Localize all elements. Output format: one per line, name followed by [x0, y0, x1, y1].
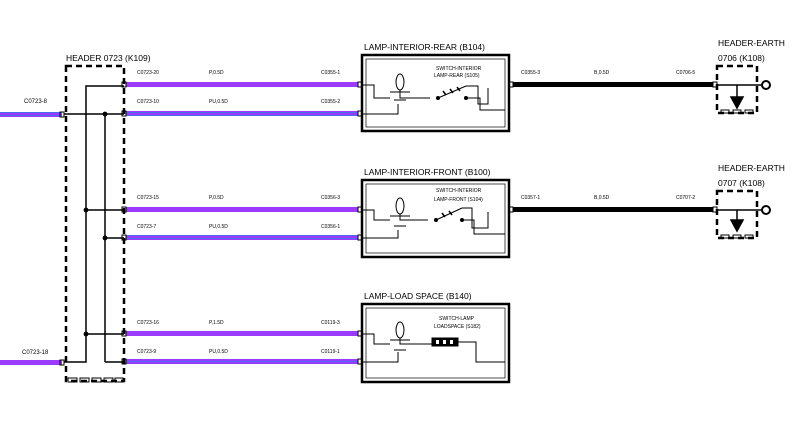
switch-front-label-2: LAMP-FRONT (S104) — [434, 197, 483, 203]
wire-label-to: C0119-1 — [321, 349, 340, 355]
wire-label-to: C0355-2 — [321, 99, 340, 105]
wire-label-to: C0356-1 — [321, 224, 340, 230]
wire-label-spec: PU,0.5D — [209, 224, 228, 230]
wire-label-spec: P,1.5D — [209, 320, 224, 326]
earth-symbol-icon — [717, 80, 771, 110]
lamp-interior-front: LAMP-INTERIOR-FRONT (B100) SWITCH-INTERI… — [360, 167, 511, 259]
lamp-front-title: LAMP-INTERIOR-FRONT (B100) — [364, 167, 491, 177]
header-connector-label: HEADER 0723 (K109) — [66, 53, 151, 63]
wire-label-from: C0355-3 — [521, 70, 540, 76]
wire-label-spec: B,0.5D — [594, 195, 610, 201]
input-wire-top: C0723-8 — [0, 99, 62, 117]
switch-front-label-1: SWITCH-INTERIOR — [436, 188, 482, 194]
wire-c0723-7: C0723-7 PU,0.5D C0356-1 — [126, 224, 358, 240]
wire-label-from: C0723-15 — [137, 195, 159, 201]
wire-label-to: C0119-3 — [321, 320, 340, 326]
wire-label-from: C0723-20 — [137, 70, 159, 76]
bulb-icon — [362, 73, 430, 115]
switch-icon — [431, 337, 505, 363]
earth-header-2-line2: 0707 (K108) — [718, 178, 765, 188]
lamp-load-title: LAMP-LOAD SPACE (B140) — [364, 291, 472, 301]
header-connector-k109: HEADER 0723 (K109) — [64, 53, 151, 383]
earth-header-2-line1: HEADER-EARTH — [718, 163, 785, 173]
wire-c0723-15: C0723-15 P,0.5D C0356-3 — [126, 195, 358, 212]
bulb-icon — [362, 197, 428, 239]
switch-rear-label-2: LAMP-REAR (S105) — [434, 73, 480, 79]
bulb-icon — [362, 321, 432, 363]
wire-label-from: C0723-9 — [137, 349, 156, 355]
wire-label-to: C0706-5 — [676, 70, 695, 76]
wire-label-from: C0723-10 — [137, 99, 159, 105]
wire-label-from: C0723-16 — [137, 320, 159, 326]
wire-label-spec: P,0.5D — [209, 70, 224, 76]
switch-load-label-2: LOADSPACE (S182) — [434, 324, 481, 330]
input-bottom-label: C0723-18 — [22, 350, 49, 356]
lamp-load-space: LAMP-LOAD SPACE (B140) SWITCH-LAMP LOADS… — [360, 291, 511, 384]
wire-label-spec: PU,0.5D — [209, 99, 228, 105]
switch-icon — [434, 207, 505, 235]
wire-label-from: C0723-7 — [137, 224, 156, 230]
switch-icon — [436, 85, 505, 111]
earth-header-1-line2: 0706 (K108) — [718, 53, 765, 63]
wire-label-spec: B,0.5D — [594, 70, 610, 76]
wire-label-spec: P,0.5D — [209, 195, 224, 201]
lamp-interior-rear: LAMP-INTERIOR-REAR (B104) SWITCH-INTERIO… — [360, 42, 511, 133]
earth-symbol-icon — [717, 205, 771, 233]
wire-label-spec: PU,0.5D — [209, 349, 228, 355]
wire-c0723-9: C0723-9 PU,0.5D C0119-1 — [126, 349, 358, 364]
earth-wire-rear: C0355-3 B,0.5D C0706-5 — [513, 70, 713, 87]
wire-label-from: C0357-1 — [521, 195, 540, 201]
earth-header-1-line1: HEADER-EARTH — [718, 38, 785, 48]
earth-header-0706: HEADER-EARTH 0706 (K108) — [715, 38, 785, 115]
switch-rear-label-1: SWITCH-INTERIOR — [436, 66, 482, 72]
wire-c0723-16: C0723-16 P,1.5D C0119-3 — [126, 320, 358, 336]
input-top-label: C0723-8 — [24, 99, 48, 105]
wire-label-to: C0707-2 — [676, 195, 695, 201]
wire-label-to: C0356-3 — [321, 195, 340, 201]
wire-label-to: C0355-1 — [321, 70, 340, 76]
header-internal-bus — [64, 85, 124, 363]
wire-c0723-10: C0723-10 PU,0.5D C0355-2 — [126, 99, 358, 116]
lamp-rear-title: LAMP-INTERIOR-REAR (B104) — [364, 42, 485, 52]
switch-load-label-1: SWITCH-LAMP — [439, 316, 475, 322]
junction-dots — [83, 111, 108, 337]
input-wire-bottom: C0723-18 — [0, 350, 62, 365]
earth-wire-front: C0357-1 B,0.5D C0707-2 — [513, 195, 713, 212]
wire-c0723-20: C0723-20 P,0.5D C0355-1 — [126, 70, 358, 87]
earth-header-0707: HEADER-EARTH 0707 (K108) — [715, 163, 785, 240]
